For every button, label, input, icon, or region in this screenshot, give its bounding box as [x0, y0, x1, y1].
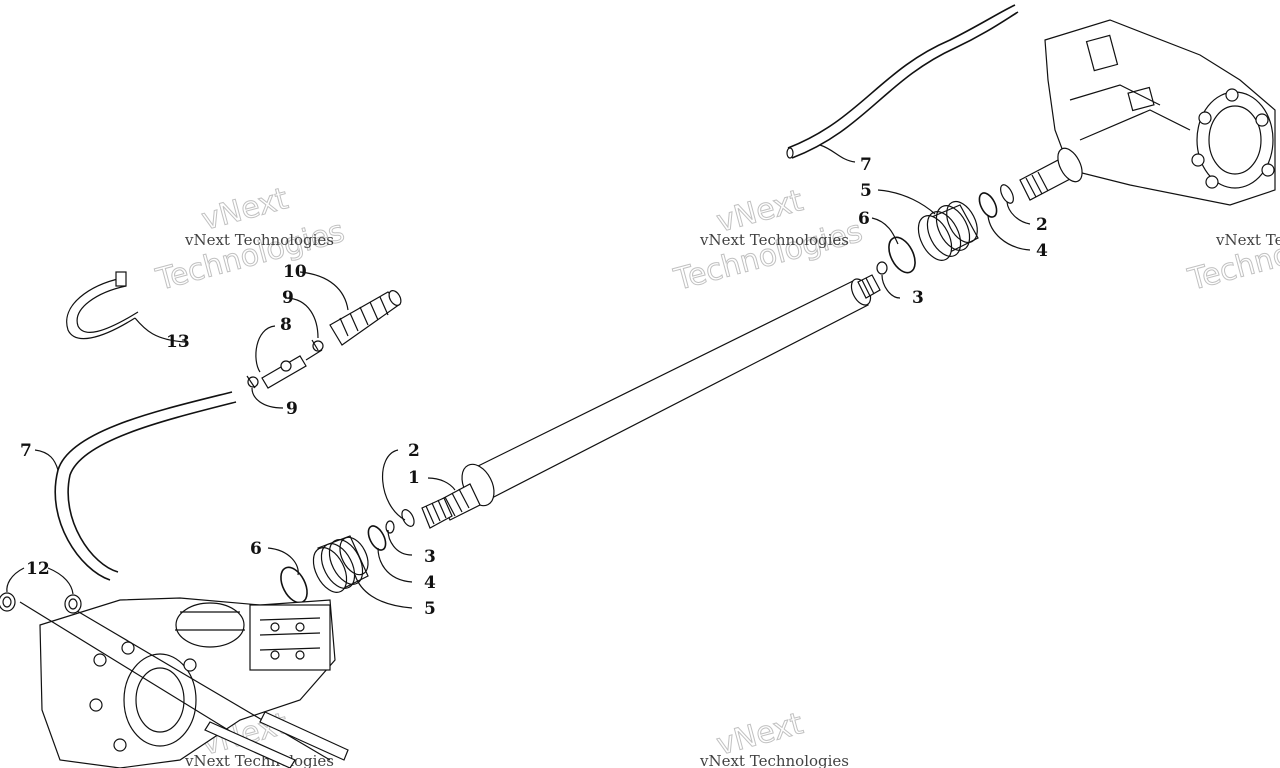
bushing-right — [64, 594, 82, 614]
callout-12: 12 — [26, 559, 50, 579]
vent-boot — [329, 290, 402, 346]
callout-5-lower: 5 — [424, 599, 436, 619]
watermark-caption: vNext Technologies — [1215, 231, 1280, 249]
spacer-upper — [876, 261, 888, 275]
bellows-seal-lower — [312, 535, 369, 593]
watermark-small-text: vNext — [198, 181, 292, 238]
bellows-seal-upper — [917, 200, 979, 261]
snap-ring-lower — [401, 509, 415, 527]
o-ring-upper-large — [888, 236, 916, 274]
rear-differential — [1019, 19, 1276, 206]
callout-7-lower: 7 — [20, 441, 32, 461]
o-ring-lower-large — [280, 566, 308, 604]
callout-9-lower: 9 — [286, 399, 298, 419]
callout-9-upper: 9 — [282, 288, 294, 308]
watermark-big-text: Technologies — [1184, 214, 1280, 298]
vent-fitting — [261, 349, 323, 389]
watermark-top-left: Technologies vNext vNext Technologies — [152, 181, 349, 299]
callout-5-upper: 5 — [860, 181, 872, 201]
callout-3-lower: 3 — [424, 547, 436, 567]
bushing-left — [0, 592, 16, 612]
callout-8: 8 — [280, 315, 292, 335]
callout-4-lower: 4 — [424, 573, 436, 593]
leader-lines — [6, 144, 1031, 609]
snap-ring-upper — [1000, 184, 1014, 204]
watermark-caption: vNext Technologies — [699, 752, 849, 768]
watermark-caption: vNext Technologies — [184, 231, 334, 249]
callout-labels: 1 2 2 3 3 4 4 5 5 6 6 7 7 8 9 9 10 12 13 — [20, 155, 1048, 619]
hose-clamp-upper — [311, 339, 324, 352]
drive-shaft — [421, 274, 881, 529]
watermark-top-right: Technologies vNext Technologies — [1184, 214, 1280, 299]
spacer-lower — [385, 520, 395, 534]
mounting-bolts — [19, 601, 349, 768]
watermark-caption: vNext Technologies — [699, 231, 849, 249]
callout-7-upper: 7 — [860, 155, 872, 175]
callout-2-upper: 2 — [1036, 215, 1048, 235]
callout-4-upper: 4 — [1036, 241, 1048, 261]
callout-6-upper: 6 — [858, 209, 870, 229]
watermark-bottom-center: vNext vNext Technologies — [699, 706, 849, 768]
callout-2-lower: 2 — [408, 441, 420, 461]
callout-13: 13 — [166, 332, 190, 352]
watermark-caption: vNext Technologies — [184, 752, 334, 768]
callout-3-upper: 3 — [912, 288, 924, 308]
callout-1: 1 — [408, 468, 420, 488]
front-differential — [39, 597, 336, 768]
o-ring-lower-small — [367, 525, 387, 551]
callout-10: 10 — [283, 262, 307, 282]
vent-hose-upper — [786, 4, 1019, 159]
o-ring-upper-small — [978, 192, 998, 218]
watermark-top-center: Technologies vNext vNext Technologies — [670, 183, 867, 299]
hose-clamp-lower — [246, 375, 259, 389]
callout-6-lower: 6 — [250, 539, 262, 559]
watermark-big-text: Technologies — [152, 214, 348, 298]
vent-hose-lower — [54, 391, 237, 581]
cable-tie — [66, 271, 139, 340]
